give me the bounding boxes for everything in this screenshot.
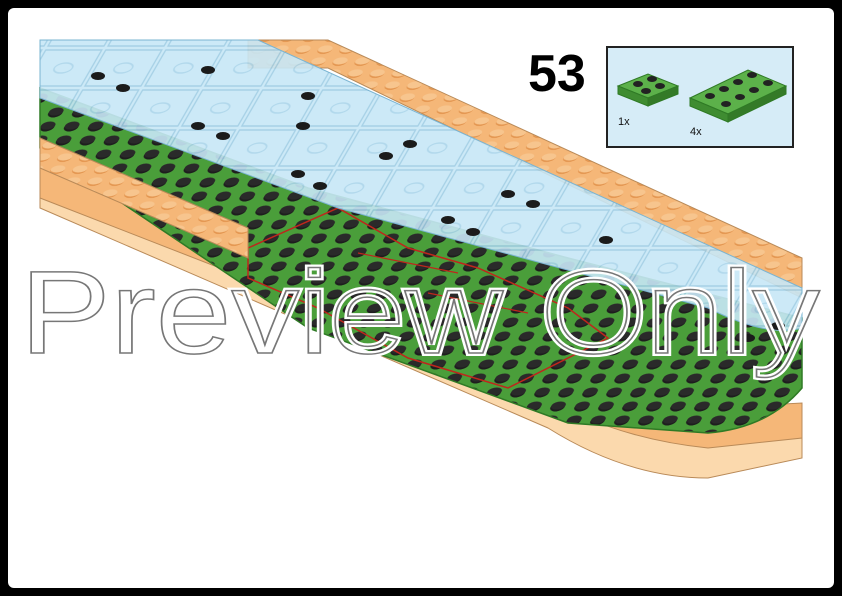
plate-2x4-icon: [688, 69, 788, 123]
green-plate-surface: [39, 86, 803, 434]
tan-rim-left: [39, 137, 249, 259]
water-studs: [91, 66, 785, 342]
plate-2x2-icon: [616, 73, 680, 107]
part-quantity: 4x: [690, 126, 702, 138]
parts-illustration: [616, 69, 788, 123]
new-plates-outline: [247, 207, 610, 389]
step-number: 53: [528, 45, 586, 103]
tan-base-lower: [39, 187, 803, 479]
build-scene: [39, 39, 803, 479]
instruction-page: 53: [8, 8, 834, 588]
parts-callout: 1x 4x: [606, 46, 794, 148]
part-quantity: 1x: [618, 116, 630, 128]
trans-blue-water: [39, 39, 803, 331]
